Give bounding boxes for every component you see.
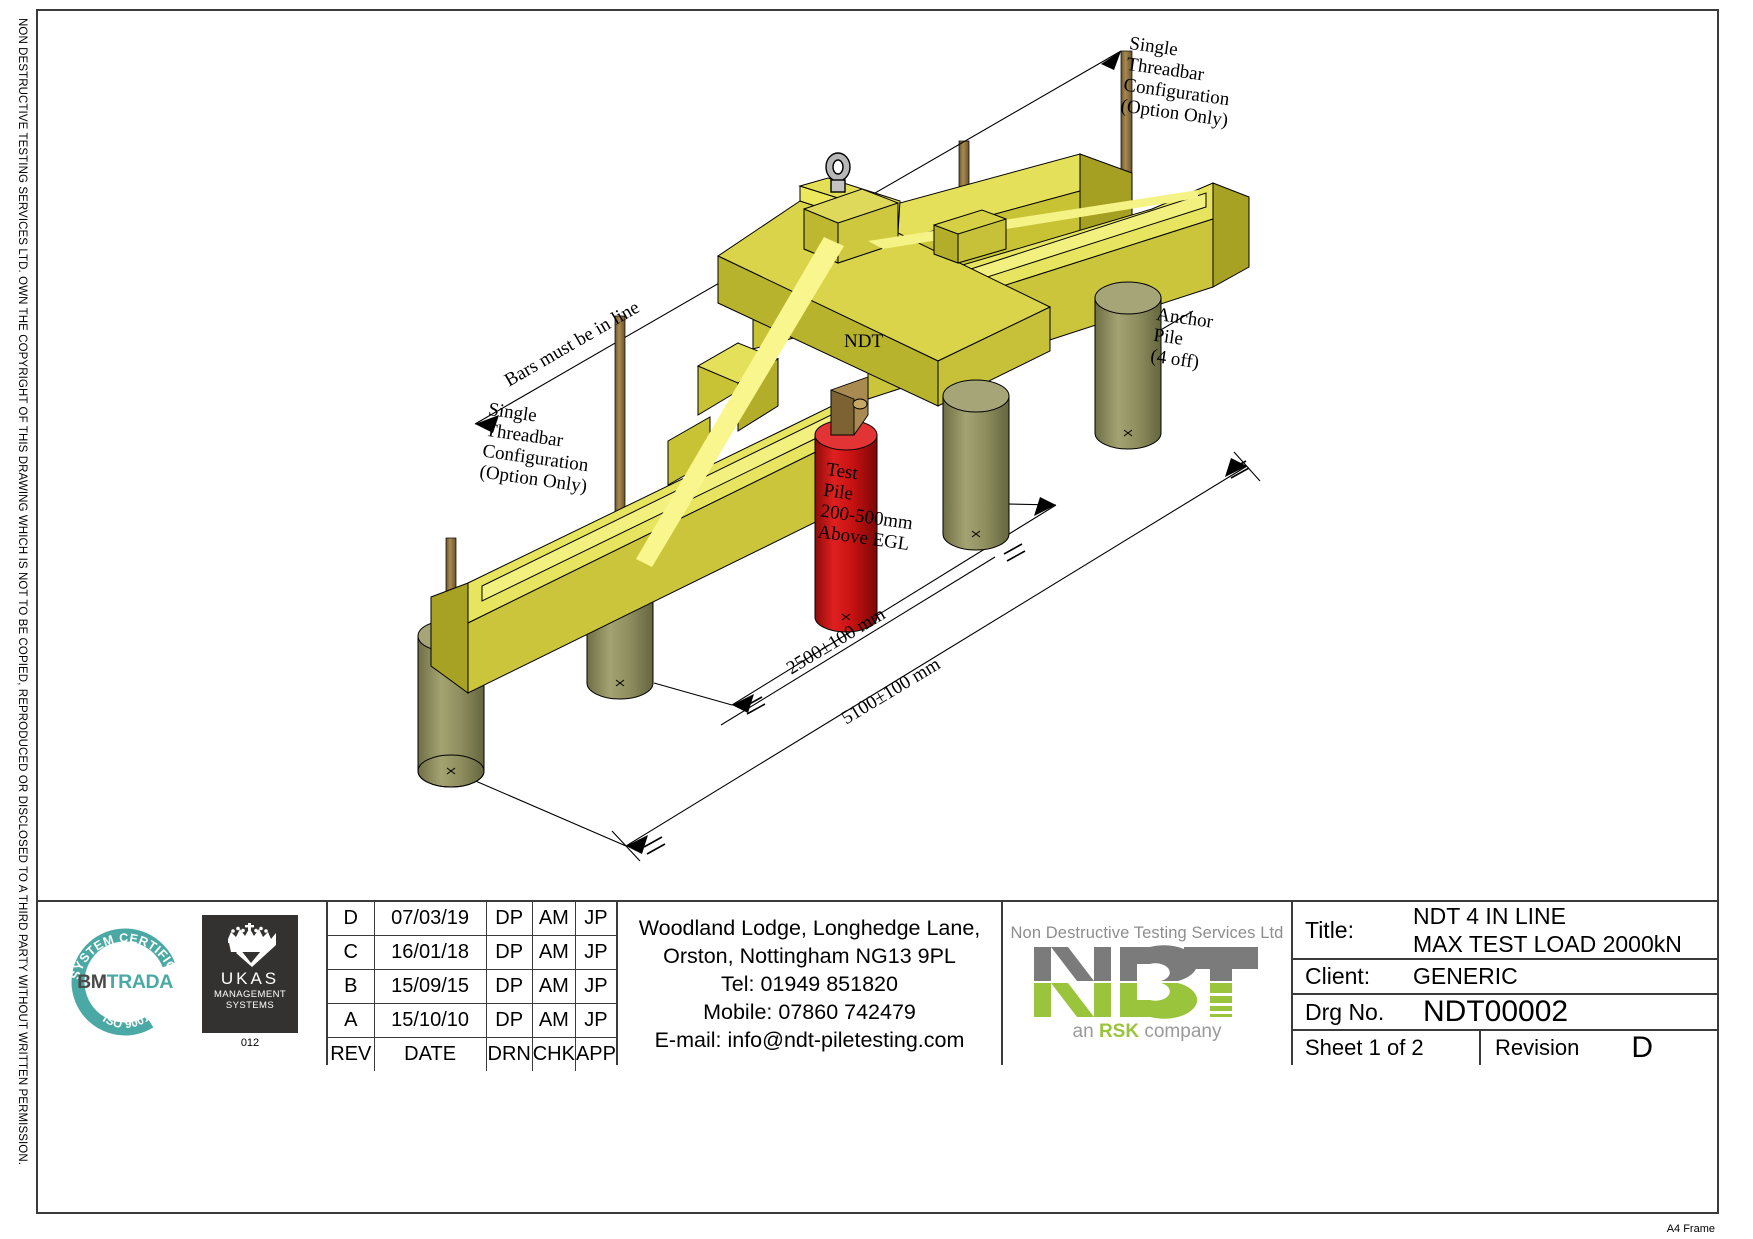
rsk-suffix: company: [1139, 1021, 1222, 1042]
address-mobile: Mobile: 07860 742479: [703, 999, 916, 1024]
anchor-pile-far-right: [1094, 281, 1162, 450]
col-header-drn: DRN: [485, 1037, 533, 1071]
rev-date: 15/10/10: [373, 1003, 487, 1038]
rev-drn: DP: [485, 902, 533, 936]
rev-app: JP: [574, 902, 616, 936]
sheet-number: Sheet 1 of 2: [1293, 1031, 1481, 1065]
table-row: B 15/09/15 DP AM JP: [328, 969, 616, 1004]
crown-icon: [228, 922, 276, 967]
certification-logos: SYSTEM CERTIFICATION ISO 9001 BMTRADA: [38, 902, 328, 1065]
drawing-number-value: NDT00002: [1423, 995, 1569, 1028]
isometric-drawing: NDT: [38, 11, 1717, 891]
title-fields: Title: NDT 4 IN LINE MAX TEST LOAD 2000k…: [1293, 902, 1717, 1065]
col-header-rev: REV: [328, 1037, 375, 1071]
rev-drn: DP: [485, 1003, 533, 1038]
ukas-title: UKAS: [220, 968, 280, 988]
rev-chk: AM: [531, 902, 576, 936]
rev-id: D: [328, 902, 375, 936]
rev-chk: AM: [531, 1003, 576, 1038]
table-header-row: REV DATE DRN CHK APP: [328, 1037, 616, 1071]
ukas-logo-wrap: UKAS MANAGEMENT SYSTEMS 012: [202, 914, 298, 1049]
col-header-app: APP: [574, 1037, 616, 1071]
bmtrada-name-dark: BM: [77, 970, 107, 993]
client-row: Client: GENERIC: [1293, 960, 1717, 995]
revision-field: Revision D: [1481, 1031, 1717, 1065]
col-header-date: DATE: [373, 1037, 487, 1071]
sheet-border: [36, 9, 1719, 1214]
annotation-test-pile: Test Pile 200-500mm Above EGL: [816, 459, 915, 556]
address-email: E-mail: info@ndt-piletesting.com: [654, 1027, 965, 1052]
test-pile-jack: [830, 376, 869, 436]
rev-chk: AM: [531, 935, 576, 970]
rsk-prefix: an: [1072, 1021, 1099, 1042]
rev-chk: AM: [531, 969, 576, 1004]
ukas-line2: SYSTEMS: [225, 999, 275, 1011]
copyright-note: NON DESTRUCTIVE TESTING SERVICES LTD. OW…: [16, 18, 28, 1166]
rev-app: JP: [574, 969, 616, 1004]
rev-date: 16/01/18: [373, 935, 487, 970]
rev-id: B: [328, 969, 375, 1004]
annotation-single-threadbar-right: Single Threadbar Configuration (Option O…: [1119, 33, 1231, 132]
frame-size-label: A4 Frame: [1666, 1223, 1715, 1235]
title-value-line1: NDT 4 IN LINE: [1413, 903, 1566, 929]
rsk-name: RSK: [1098, 1021, 1140, 1042]
ukas-line1: MANAGEMENT: [213, 988, 287, 1000]
table-row: C 16/01/18 DP AM JP: [328, 935, 616, 970]
beam-step-block: [933, 209, 1007, 264]
ndt-company-logo: Non Destructive Testing Services Ltd: [1003, 902, 1293, 1065]
beam-lower-left: [430, 402, 839, 694]
revision-value: D: [1631, 1031, 1654, 1064]
rev-date: 07/03/19: [373, 902, 487, 936]
lifting-eye: [825, 152, 851, 193]
revision-label: Revision: [1495, 1035, 1580, 1060]
annotation-single-threadbar-left: Single Threadbar Configuration (Option O…: [478, 399, 590, 498]
title-label: Title:: [1305, 916, 1354, 943]
ndt-parent-company: an RSK company: [1073, 1021, 1222, 1043]
company-address: Woodland Lodge, Longhedge Lane, Orston, …: [618, 902, 1003, 1065]
bmtrada-wordmark: BMTRADA: [66, 971, 184, 994]
rev-date: 15/09/15: [373, 969, 487, 1004]
rev-app: JP: [574, 1003, 616, 1038]
beam-label-ndt: NDT: [844, 331, 883, 352]
annotation-anchor-pile: Anchor Pile (4 off): [1149, 304, 1215, 374]
client-label: Client:: [1305, 963, 1371, 989]
ukas-number: 012: [240, 1036, 260, 1049]
rev-id: C: [328, 935, 375, 970]
title-value: NDT 4 IN LINE MAX TEST LOAD 2000kN: [1413, 902, 1682, 958]
bmtrada-name-teal: TRADA: [106, 970, 174, 993]
title-row: Title: NDT 4 IN LINE MAX TEST LOAD 2000k…: [1293, 902, 1717, 960]
drawing-number-label: Drg No.: [1305, 998, 1385, 1025]
ndt-wordmark-icon: [1034, 945, 1258, 1019]
title-value-line2: MAX TEST LOAD 2000kN: [1413, 931, 1682, 957]
revision-table: D 07/03/19 DP AM JP C 16/01/18 DP AM JP: [328, 902, 618, 1071]
rev-id: A: [328, 1003, 375, 1038]
rev-app: JP: [574, 935, 616, 970]
address-line-2: Orston, Nottingham NG13 9PL: [663, 943, 956, 968]
drawing-number-row: Drg No. NDT00002: [1293, 995, 1717, 1031]
rev-drn: DP: [485, 935, 533, 970]
table-row: A 15/10/10 DP AM JP: [328, 1003, 616, 1038]
ndt-tagline: Non Destructive Testing Services Ltd: [1010, 924, 1284, 942]
col-header-chk: CHK: [531, 1037, 576, 1071]
anchor-pile-right-mid: [942, 379, 1010, 551]
ukas-logo: UKAS MANAGEMENT SYSTEMS: [202, 914, 298, 1033]
client-value: GENERIC: [1413, 963, 1518, 989]
address-telephone: Tel: 01949 851820: [721, 971, 898, 996]
sheet-row: Sheet 1 of 2 Revision D: [1293, 1031, 1717, 1065]
title-block: SYSTEM CERTIFICATION ISO 9001 BMTRADA: [38, 900, 1717, 1071]
rev-drn: DP: [485, 969, 533, 1004]
table-row: D 07/03/19 DP AM JP: [328, 902, 616, 936]
dimension-lines: [611, 451, 1261, 862]
address-line-1: Woodland Lodge, Longhedge Lane,: [638, 915, 981, 940]
bmtrada-logo: SYSTEM CERTIFICATION ISO 9001 BMTRADA: [66, 923, 184, 1041]
